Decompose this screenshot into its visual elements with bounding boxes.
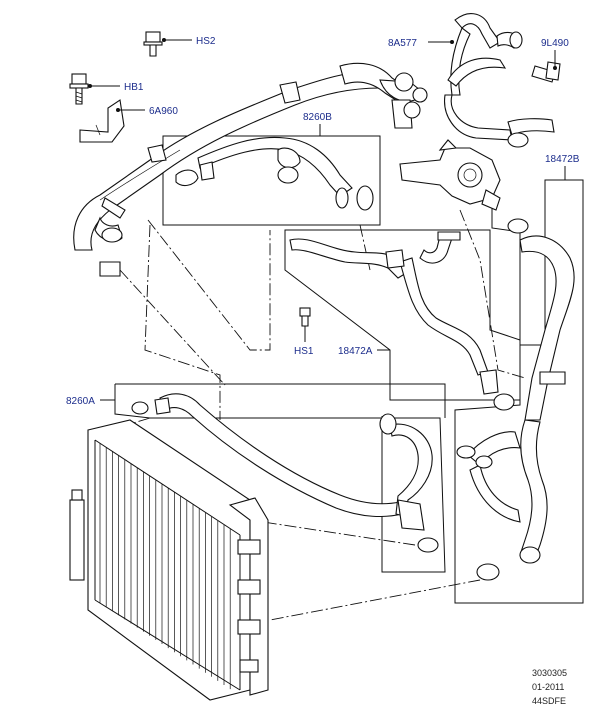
bolt-hs1 (299, 307, 311, 327)
leader-dashed-3 (144, 224, 221, 420)
footer-date: 01-2011 (532, 682, 564, 692)
label-8a577: 8A577 (388, 38, 417, 49)
hose-8260a (131, 393, 439, 553)
thermostat-housing (399, 139, 501, 211)
leader-dashed-7 (269, 579, 481, 621)
group-box-18472b (454, 179, 584, 604)
label-hs1: HS1 (294, 346, 314, 357)
fitting-9l490 (531, 61, 561, 83)
label-hs2: HS2 (196, 36, 216, 47)
label-18472a: 18472A (338, 346, 373, 357)
hose-8260b (175, 136, 374, 211)
label-hb1: HB1 (124, 82, 144, 93)
radiator (69, 419, 269, 701)
leader-dashed-4 (359, 224, 371, 271)
label-9l490: 9L490 (541, 38, 569, 49)
leader-dashed-8 (249, 519, 416, 546)
group-box-8260a-top (115, 383, 446, 418)
hose-8a577 (444, 13, 555, 148)
hose-18472b (456, 218, 575, 581)
footer-ref-number: 3030305 (532, 668, 567, 678)
group-box-8260b (162, 135, 381, 226)
leader-dashed-5 (459, 209, 526, 379)
upper-radiator-hose (73, 62, 428, 277)
label-8260a: 8260A (66, 396, 95, 407)
footer-code: 44SDFE (532, 696, 566, 706)
leader-dashed-1 (147, 219, 271, 351)
label-18472b: 18472B (545, 154, 580, 165)
group-box-8260a (114, 384, 446, 573)
bolt-hb1 (69, 73, 89, 105)
leader-dashed-2 (119, 269, 226, 386)
label-8260b: 8260B (303, 112, 332, 123)
radiator-fins (99, 443, 231, 690)
bolt-hs2 (143, 31, 163, 57)
bracket-6a960 (79, 99, 125, 143)
label-6a960: 6A960 (149, 106, 178, 117)
hose-18472a (289, 231, 515, 411)
